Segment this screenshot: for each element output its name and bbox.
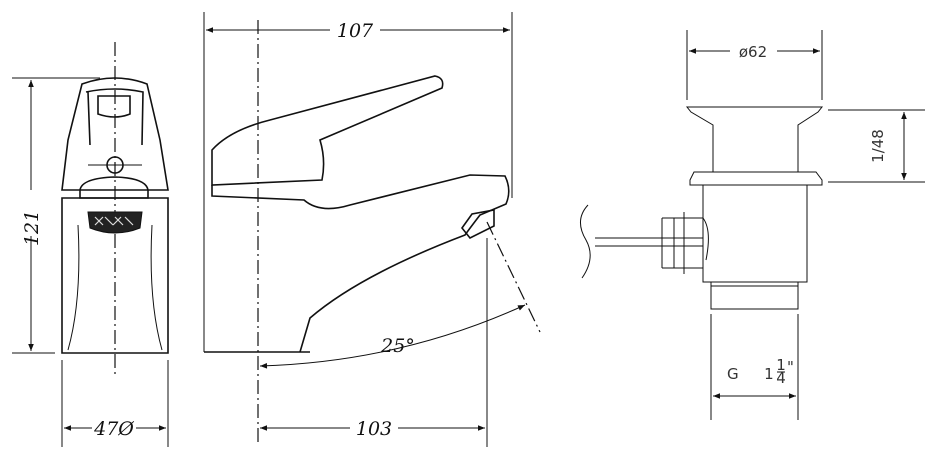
spout-angle-label: 25°	[380, 335, 415, 357]
waste-thread-prefix: G 1	[727, 365, 774, 383]
waste-thread-denominator: 4	[776, 369, 786, 387]
waste-thread-numerator: 1	[776, 356, 786, 374]
waste-height-label: 1/48	[869, 129, 887, 163]
spout-reach-label: 103	[356, 418, 392, 440]
waste-diameter-label: ø62	[739, 43, 767, 61]
side-view: 107 25° 103	[203, 12, 541, 447]
front-height-label: 121	[21, 210, 43, 246]
side-length-label: 107	[337, 20, 374, 42]
front-view: 121 47Ø	[12, 42, 169, 447]
front-width-label: 47Ø	[93, 418, 134, 440]
waste-thread-suffix: "	[787, 358, 794, 376]
waste-view: ø62 1/48 G 1 1 4 "	[580, 30, 925, 420]
